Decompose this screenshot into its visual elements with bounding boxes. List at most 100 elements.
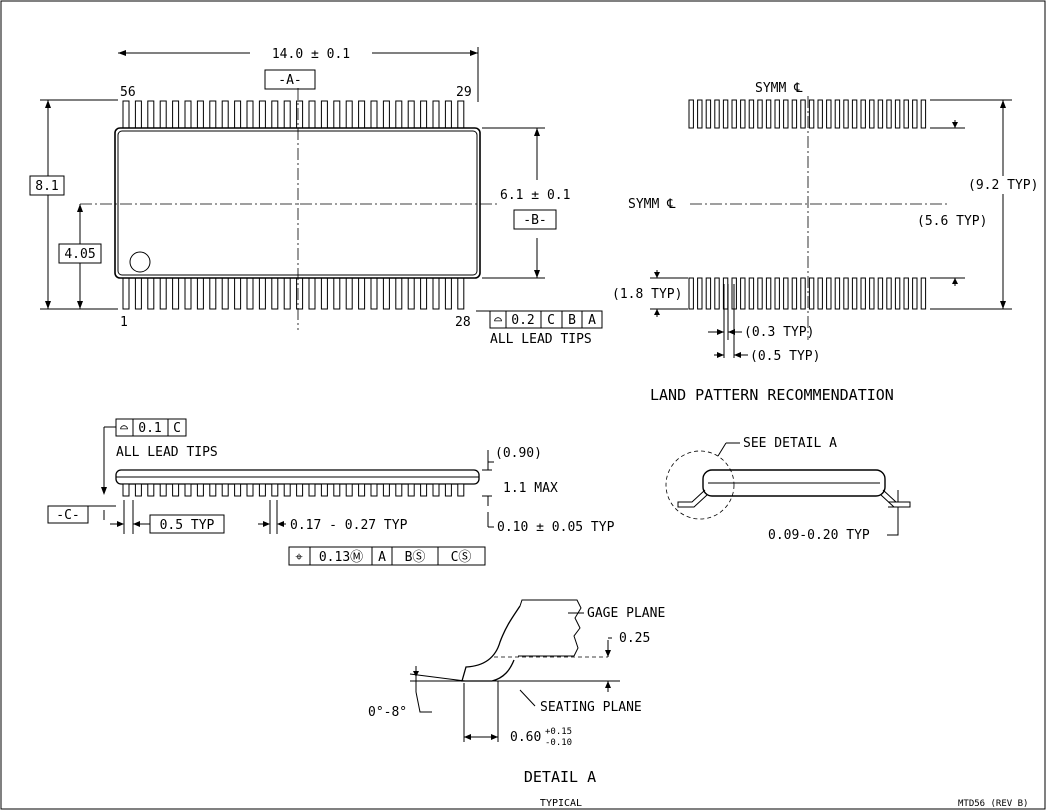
land-pad bbox=[903, 99, 909, 129]
detail-a-title: DETAIL A bbox=[524, 768, 596, 786]
side-lead bbox=[382, 483, 390, 497]
pin-1-indicator bbox=[129, 251, 151, 273]
pin-56-label: 56 bbox=[120, 85, 136, 100]
top-pin bbox=[320, 100, 328, 129]
side-lead bbox=[221, 483, 229, 497]
datum-a: -A- bbox=[278, 73, 301, 88]
top-pins-lower bbox=[122, 277, 465, 310]
side-view: ⌓ 0.1 C ALL LEAD TIPS (0.90) 1.1 MAX 0.1… bbox=[47, 418, 615, 566]
land-pad bbox=[800, 277, 806, 310]
overall-width-dim: 8.1 bbox=[35, 179, 58, 194]
top-pin bbox=[333, 277, 341, 310]
side-lead bbox=[395, 483, 403, 497]
position-fcf: ⌖ 0.13Ⓜ A BⓈ CⓈ bbox=[288, 546, 486, 566]
svg-text:BⓈ: BⓈ bbox=[405, 550, 426, 565]
datum-a-box bbox=[264, 69, 316, 90]
land-pad bbox=[843, 277, 849, 310]
pin-28-label: 28 bbox=[455, 315, 471, 330]
side-lead bbox=[122, 483, 130, 497]
land-9-2-typ: (9.2 TYP) bbox=[968, 178, 1038, 193]
package-body bbox=[114, 127, 481, 279]
land-pad bbox=[877, 99, 884, 129]
side-lead bbox=[320, 483, 328, 497]
height-ref: (0.90) bbox=[495, 446, 542, 461]
land-pad bbox=[697, 277, 703, 310]
top-pin bbox=[432, 100, 440, 129]
land-pad bbox=[740, 99, 746, 129]
pin-1-label: 1 bbox=[120, 315, 128, 330]
top-pin bbox=[358, 277, 366, 310]
top-pin bbox=[420, 100, 428, 129]
land-pad bbox=[860, 277, 866, 310]
side-leads bbox=[122, 483, 465, 497]
side-lead bbox=[432, 483, 440, 497]
all-lead-tips-top: ALL LEAD TIPS bbox=[490, 332, 592, 347]
half-width-dim: 4.05 bbox=[64, 247, 95, 262]
land-pad bbox=[697, 99, 703, 129]
profile-fcf-top: ⌓ 0.2 C B A bbox=[489, 310, 603, 329]
land-pad bbox=[903, 277, 909, 310]
top-pin bbox=[122, 100, 130, 129]
top-pin bbox=[382, 100, 390, 129]
top-pin bbox=[258, 277, 266, 310]
top-pin bbox=[370, 100, 378, 129]
svg-text:A: A bbox=[378, 550, 386, 565]
land-pad bbox=[765, 277, 772, 310]
land-pad bbox=[826, 99, 832, 129]
side-lead bbox=[457, 483, 465, 497]
top-pin bbox=[345, 100, 353, 129]
top-pin bbox=[147, 100, 155, 129]
top-pin bbox=[246, 100, 254, 129]
foot-length-dim: 0.60 bbox=[510, 730, 541, 745]
land-pad bbox=[774, 277, 780, 310]
seating-plane-label: SEATING PLANE bbox=[540, 700, 642, 715]
symm-cl-top: SYMM ℄ bbox=[755, 81, 803, 96]
standoff-dim: 0.10 ± 0.05 TYP bbox=[497, 520, 615, 535]
land-pads-lower bbox=[688, 277, 927, 310]
top-pin bbox=[444, 100, 452, 129]
drawing-id: MTD56 (REV B) bbox=[958, 799, 1028, 809]
land-pad bbox=[886, 99, 892, 129]
top-pin bbox=[159, 100, 167, 129]
land-pad bbox=[851, 99, 858, 129]
svg-text:CⓈ: CⓈ bbox=[451, 550, 472, 565]
land-pad bbox=[748, 277, 755, 310]
gage-plane-label: GAGE PLANE bbox=[587, 606, 665, 621]
side-lead bbox=[246, 483, 254, 497]
land-pad bbox=[783, 277, 789, 310]
land-0-5-typ: (0.5 TYP) bbox=[750, 349, 820, 364]
top-pin bbox=[370, 277, 378, 310]
land-pad bbox=[826, 277, 832, 310]
land-pad bbox=[731, 99, 737, 129]
lead-thickness-dim: 0.09-0.20 TYP bbox=[768, 528, 870, 543]
length-dimension: 14.0 ± 0.1 bbox=[272, 47, 350, 62]
top-pin bbox=[432, 277, 440, 310]
foot-tol-plus: +0.15 bbox=[545, 727, 572, 737]
side-lead bbox=[172, 483, 180, 497]
foot-tol-minus: -0.10 bbox=[545, 738, 572, 748]
body-width-dim: 6.1 ± 0.1 bbox=[500, 188, 570, 203]
land-pad bbox=[757, 277, 763, 310]
top-pin bbox=[283, 100, 291, 129]
top-pin bbox=[296, 100, 304, 129]
top-pin bbox=[333, 100, 341, 129]
top-pin bbox=[283, 277, 291, 310]
top-pin bbox=[407, 100, 415, 129]
land-pad bbox=[783, 99, 789, 129]
land-pad bbox=[860, 99, 866, 129]
land-0-3-typ: (0.3 TYP) bbox=[744, 325, 814, 340]
end-view-lead-left bbox=[677, 489, 708, 508]
side-lead bbox=[209, 483, 217, 497]
land-pad bbox=[843, 99, 849, 129]
top-pin bbox=[196, 277, 204, 310]
svg-text:⌖: ⌖ bbox=[295, 550, 303, 565]
profile-fcf-side: ⌓ 0.1 C bbox=[115, 418, 187, 437]
land-pad bbox=[705, 99, 712, 129]
land-pattern-title: LAND PATTERN RECOMMENDATION bbox=[650, 386, 894, 404]
pin-29-label: 29 bbox=[456, 85, 472, 100]
package-body-inner bbox=[117, 130, 478, 276]
top-pin bbox=[234, 100, 242, 129]
land-pad bbox=[714, 277, 720, 310]
pitch-dim: 0.5 TYP bbox=[160, 518, 215, 533]
